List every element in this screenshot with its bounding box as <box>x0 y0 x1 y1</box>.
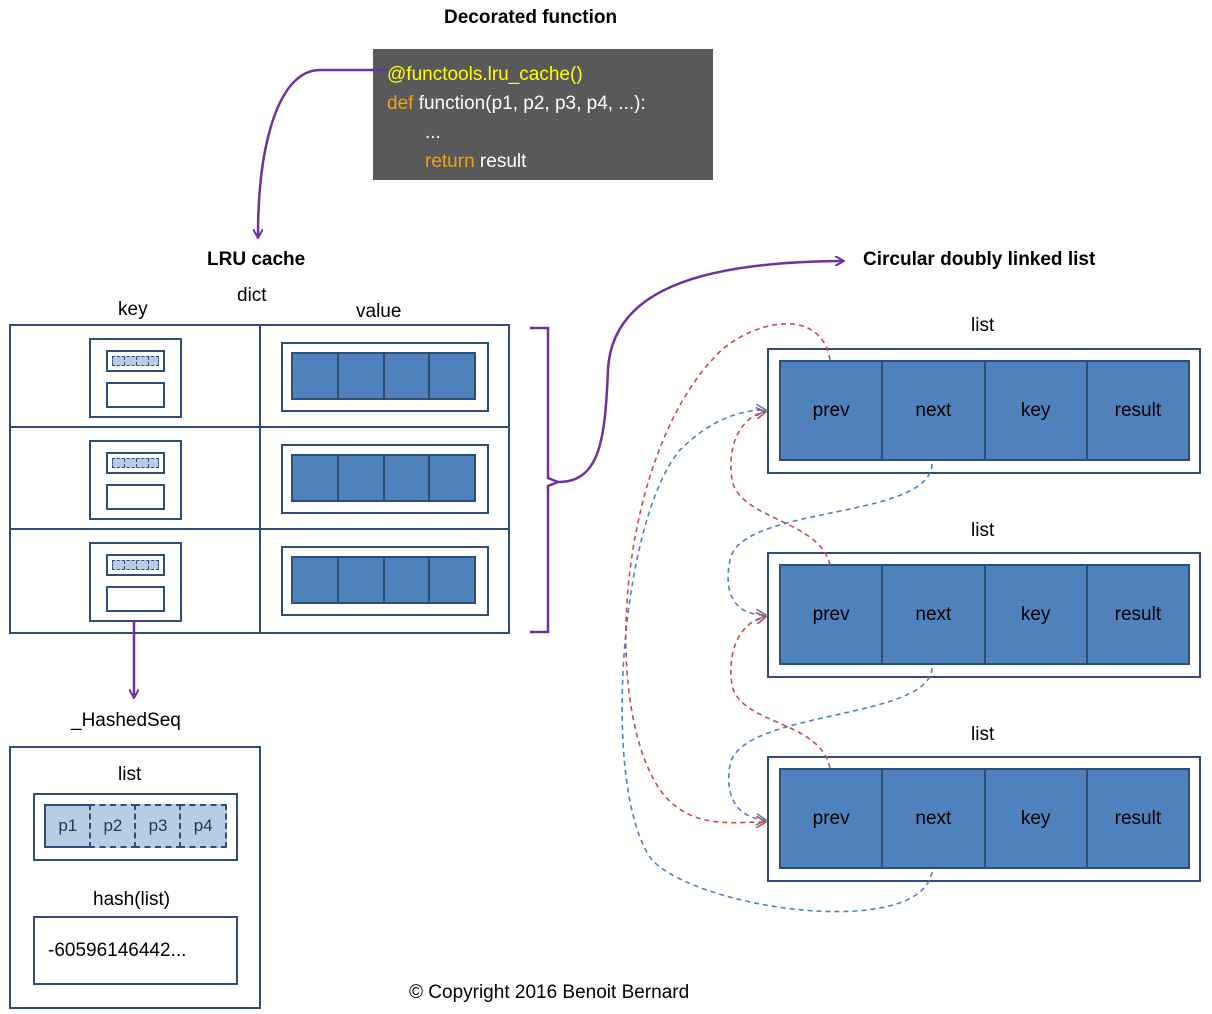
code-line-decorator: @functools.lru_cache() <box>387 60 713 89</box>
return-keyword: return <box>425 151 475 172</box>
key-hash-mini <box>106 586 165 612</box>
key-hash-mini <box>106 484 165 510</box>
node-list-label: list <box>971 724 995 745</box>
key-list-mini <box>106 350 165 372</box>
hashed-seq-list-label: list <box>118 764 142 785</box>
code-line-def: def function(p1, p2, p3, p4, ...): <box>387 89 713 118</box>
param-cell: p2 <box>89 804 137 848</box>
dict-value-entry <box>281 546 489 616</box>
param-cell: p4 <box>179 804 227 848</box>
decorator-text: @functools.lru_cache() <box>387 64 583 85</box>
dict-column-divider <box>259 326 261 632</box>
dict-row <box>11 326 508 428</box>
return-value: result <box>479 151 527 172</box>
dict-key-header: key <box>118 299 148 320</box>
param-cell: p3 <box>134 804 182 848</box>
dict-values-brace <box>530 326 562 634</box>
node-prev-cell: prev <box>781 566 884 663</box>
code-line-return: return result <box>387 147 713 176</box>
dict-row <box>11 530 508 632</box>
copyright-text: © Copyright 2016 Benoit Bernard <box>409 982 690 1003</box>
node-result-cell: result <box>1087 566 1188 663</box>
dict-label: dict <box>237 285 267 306</box>
decorator-to-cache-arrow <box>258 68 388 236</box>
node-prev-cell: prev <box>781 362 884 459</box>
dict-table <box>9 324 510 634</box>
node-result-cell: result <box>1087 770 1188 867</box>
param-cell: p1 <box>44 804 92 848</box>
function-signature: function(p1, p2, p3, p4, ...): <box>418 93 646 114</box>
code-block: @functools.lru_cache() def function(p1, … <box>373 49 713 180</box>
node-key-cell: key <box>985 770 1088 867</box>
def-keyword: def <box>387 93 414 114</box>
dict-key-entry <box>89 440 182 520</box>
dict-value-header: value <box>356 301 402 322</box>
node-next-cell: next <box>883 770 986 867</box>
node-key-cell: key <box>985 362 1088 459</box>
circular-list-title: Circular doubly linked list <box>863 249 1096 270</box>
dict-key-entry <box>89 338 182 418</box>
linked-list-node: prev next key result <box>767 552 1201 678</box>
node-result-cell: result <box>1087 362 1188 459</box>
hash-label: hash(list) <box>93 889 171 910</box>
dict-value-entry <box>281 342 489 412</box>
node-list-label: list <box>971 520 995 541</box>
node-next-cell: next <box>883 362 986 459</box>
linked-list-node: prev next key result <box>767 348 1201 474</box>
linked-list-node: prev next key result <box>767 756 1201 882</box>
code-line-body: ... <box>387 118 713 147</box>
decorated-function-title: Decorated function <box>444 7 618 28</box>
key-list-mini <box>106 554 165 576</box>
hash-value-box: -60596146442... <box>33 916 238 985</box>
node-key-cell: key <box>985 566 1088 663</box>
lru-cache-title: LRU cache <box>207 249 306 270</box>
node-prev-cell: prev <box>781 770 884 867</box>
body-ellipsis: ... <box>425 122 441 143</box>
dict-row <box>11 428 508 530</box>
dict-value-entry <box>281 444 489 514</box>
key-hash-mini <box>106 382 165 408</box>
param-list-box: p1 p2 p3 p4 <box>33 793 238 861</box>
node-next-cell: next <box>883 566 986 663</box>
key-list-mini <box>106 452 165 474</box>
hashed-seq-title: _HashedSeq <box>71 710 181 731</box>
dict-key-entry <box>89 542 182 622</box>
node-list-label: list <box>971 315 995 336</box>
